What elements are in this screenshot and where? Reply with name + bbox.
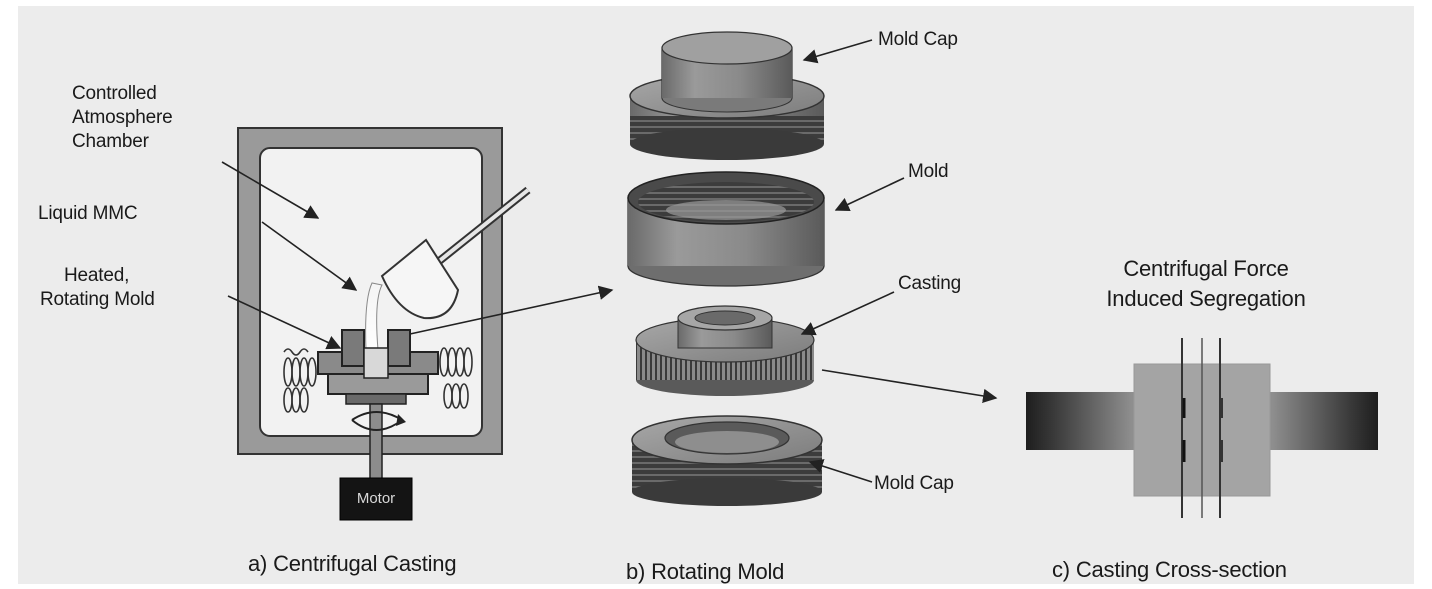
chamber-label-line-2: Atmosphere bbox=[72, 107, 173, 128]
mold-body bbox=[627, 171, 825, 287]
panel-a-caption: a) Centrifugal Casting bbox=[248, 551, 457, 576]
segregation-title-line-1: Centrifugal Force bbox=[1123, 256, 1289, 281]
casting-part bbox=[635, 305, 815, 396]
top-mold-cap bbox=[629, 31, 825, 160]
heated-mold-label: Heated, Rotating Mold bbox=[40, 264, 155, 312]
liquid-mmc-label: Liquid MMC bbox=[38, 203, 138, 224]
panel-c-caption: c) Casting Cross-section bbox=[1052, 557, 1287, 582]
chamber-label-line-1: Controlled bbox=[72, 83, 157, 104]
chamber-label: Controlled Atmosphere Chamber bbox=[72, 82, 173, 154]
heated-mold-label-line-1: Heated, bbox=[64, 265, 130, 286]
bottom-mold-cap-label: Mold Cap bbox=[874, 473, 954, 494]
cross-section bbox=[1026, 338, 1378, 518]
bottom-mold-cap bbox=[631, 415, 823, 506]
chamber-label-line-3: Chamber bbox=[72, 131, 149, 152]
segregation-title: Centrifugal Force Induced Segregation bbox=[1066, 254, 1346, 314]
top-mold-cap-label: Mold Cap bbox=[878, 29, 958, 50]
segregation-title-line-2: Induced Segregation bbox=[1106, 286, 1306, 311]
panel-b-leaders bbox=[800, 39, 998, 483]
panel-b-caption: b) Rotating Mold bbox=[626, 559, 785, 584]
chamber-apparatus bbox=[237, 127, 531, 521]
mold-label: Mold bbox=[908, 161, 949, 182]
heated-mold-label-line-2: Rotating Mold bbox=[40, 289, 155, 310]
casting-label: Casting bbox=[898, 273, 962, 294]
motor-label: Motor bbox=[356, 490, 396, 507]
panel-a-leaders bbox=[221, 161, 614, 350]
